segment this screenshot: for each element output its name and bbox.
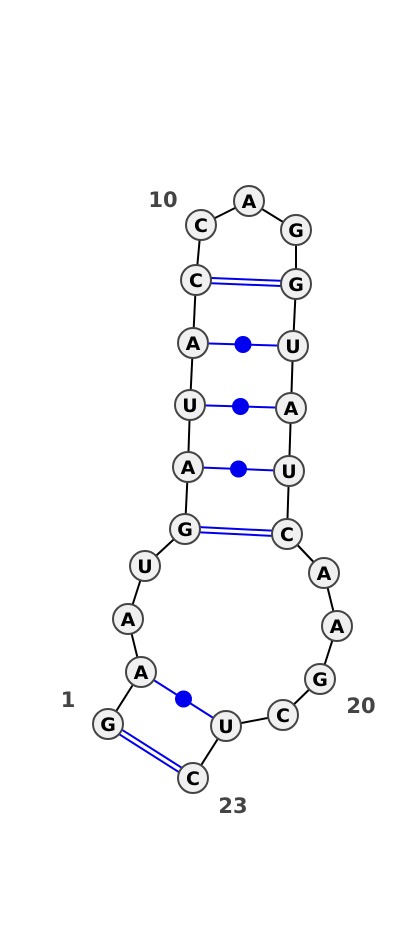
nucleotide-circle	[210, 710, 242, 742]
nucleotide-circle	[277, 330, 309, 362]
nucleotide-label: A	[317, 563, 332, 585]
pair-dot	[175, 690, 192, 708]
nucleotide-circle	[177, 762, 209, 794]
nucleotide-circle	[174, 389, 206, 421]
nucleotide-circle	[304, 663, 336, 695]
base-pair-layer	[106, 276, 297, 782]
nucleotide-11: A	[233, 185, 265, 217]
nucleotide-circle	[112, 603, 144, 635]
nucleotide-label: A	[134, 662, 149, 684]
nucleotide-label: A	[284, 398, 299, 420]
position-number-20: 20	[346, 694, 375, 718]
base-pair-1-23	[106, 720, 195, 782]
nucleotide-circle	[185, 209, 217, 241]
nucleotide-label: U	[281, 461, 296, 483]
pair-dot	[230, 460, 247, 478]
nucleotide-label: A	[121, 609, 136, 631]
nucleotide-circle	[180, 264, 212, 296]
nucleotide-circle	[271, 518, 303, 550]
nucleotide-circle	[129, 550, 161, 582]
nucleotide-4: U	[129, 550, 161, 582]
base-pair-7-15	[189, 398, 292, 415]
position-number-layer: 1 10 20 23	[61, 188, 376, 818]
nucleotide-label: G	[312, 669, 328, 691]
nucleotide-label: C	[194, 215, 208, 237]
nucleotide-label: G	[288, 220, 304, 242]
nucleotide-label: U	[218, 716, 233, 738]
nucleotide-6: A	[172, 451, 204, 483]
position-number-23: 23	[218, 794, 247, 818]
nucleotide-23: C	[177, 762, 209, 794]
nucleotide-circle	[177, 327, 209, 359]
pair-bond-line	[195, 281, 296, 288]
nucleotide-9: C	[180, 264, 212, 296]
nucleotide-circle	[280, 268, 312, 300]
pair-bond-line	[106, 725, 193, 782]
nucleotide-1: G	[92, 708, 124, 740]
pair-bond-line	[184, 530, 287, 538]
nucleotide-circle	[267, 699, 299, 731]
base-pair-5-17	[184, 525, 288, 538]
nucleotide-circle	[92, 708, 124, 740]
nucleotide-5: G	[169, 513, 201, 545]
nucleotide-21: C	[267, 699, 299, 731]
nucleotide-circle	[125, 656, 157, 688]
pair-bond-line	[196, 276, 297, 283]
nucleotide-circle	[321, 610, 353, 642]
nucleotide-label: A	[181, 457, 196, 479]
nucleotide-label: U	[182, 395, 197, 417]
nucleotide-label: A	[186, 333, 201, 355]
nucleotide-12: G	[280, 214, 312, 246]
nucleotide-10: C	[185, 209, 217, 241]
nucleotide-14: U	[277, 330, 309, 362]
nucleotide-label: C	[189, 270, 203, 292]
nucleotide-3: A	[112, 603, 144, 635]
nucleotide-label: A	[242, 191, 257, 213]
nucleotide-circle	[308, 557, 340, 589]
nucleotide-label: C	[276, 705, 290, 727]
pair-dot	[234, 336, 252, 353]
base-pair-6-16	[187, 460, 290, 478]
position-number-10: 10	[148, 188, 177, 212]
nucleotide-circle	[233, 185, 265, 217]
nucleotide-13: G	[280, 268, 312, 300]
pair-dot	[232, 398, 249, 415]
nucleotide-7: U	[174, 389, 206, 421]
nucleotide-18: A	[308, 557, 340, 589]
nucleotide-circle	[275, 392, 307, 424]
nucleotide-19: A	[321, 610, 353, 642]
nucleotide-circle	[169, 513, 201, 545]
nucleotide-label: C	[280, 524, 294, 546]
nucleotide-label: G	[288, 274, 304, 296]
nucleotide-17: C	[271, 518, 303, 550]
pair-bond-line	[185, 525, 288, 533]
nucleotide-15: A	[275, 392, 307, 424]
nucleotide-label: G	[100, 714, 116, 736]
nucleotide-2: A	[125, 656, 157, 688]
base-pair-9-13	[195, 276, 297, 288]
nucleotide-label: U	[285, 336, 300, 358]
nucleotide-label: U	[137, 556, 152, 578]
nucleotide-label: G	[177, 519, 193, 541]
nucleotide-8: A	[177, 327, 209, 359]
nucleotide-16: U	[273, 455, 305, 487]
position-number-1: 1	[61, 688, 76, 712]
base-pair-2-22	[140, 671, 227, 727]
nucleotide-22: U	[210, 710, 242, 742]
nucleotide-20: G	[304, 663, 336, 695]
nucleotide-label: A	[330, 616, 345, 638]
pair-bond-line	[108, 720, 195, 777]
nucleotide-circle	[172, 451, 204, 483]
nucleotide-circle	[273, 455, 305, 487]
nucleotide-circle	[280, 214, 312, 246]
base-pair-8-14	[192, 336, 294, 353]
nucleotide-label: C	[186, 768, 200, 790]
